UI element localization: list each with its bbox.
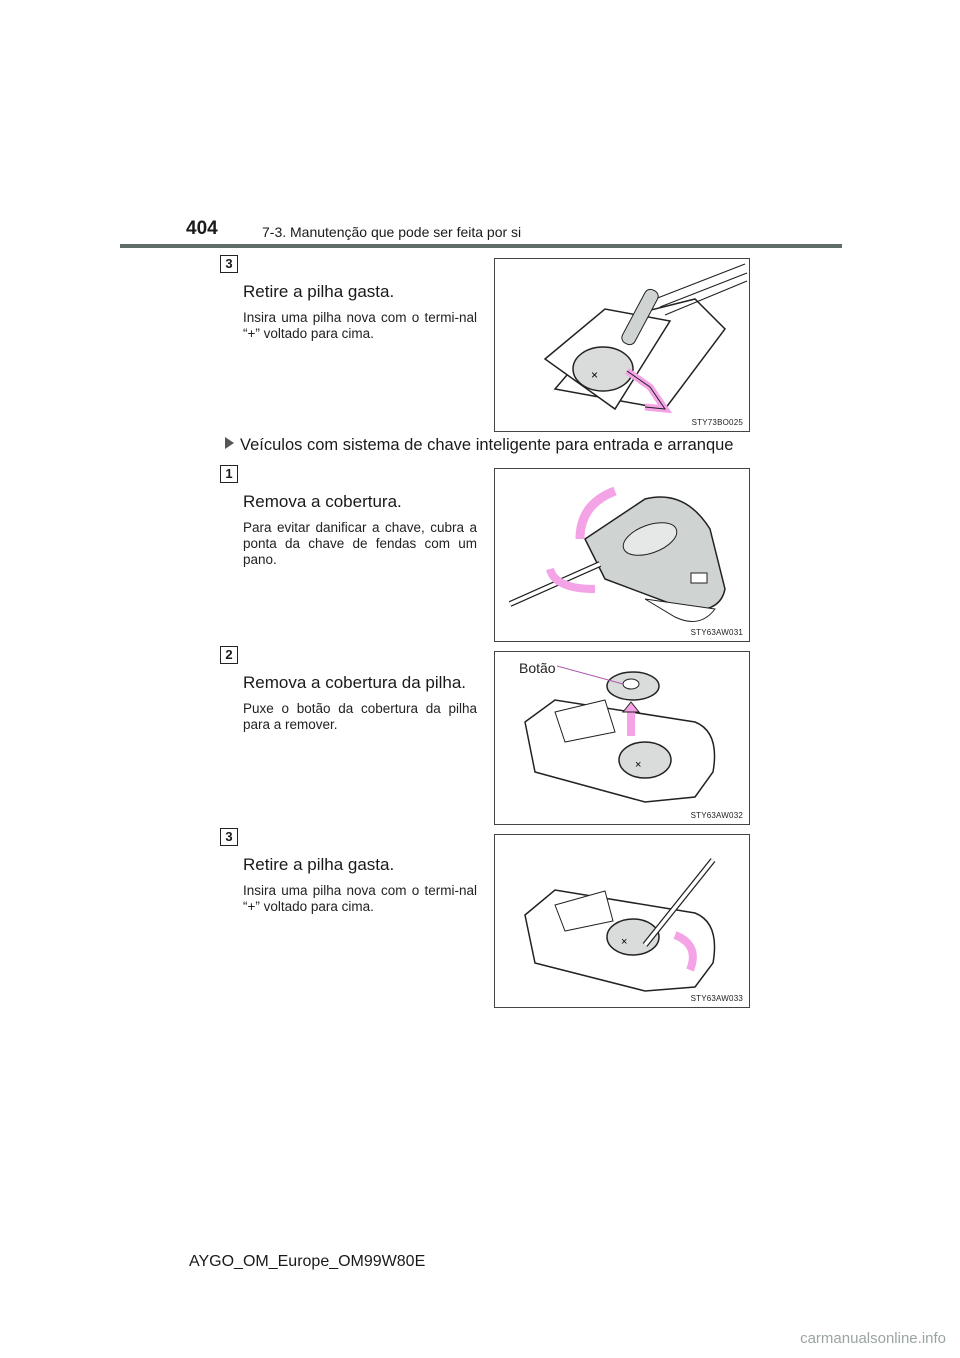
figure-code: STY63AW033 xyxy=(690,994,743,1003)
step-title: Retire a pilha gasta. xyxy=(243,282,395,301)
svg-text:×: × xyxy=(635,759,641,771)
figure-remove-battery-key: × STY73BO025 xyxy=(494,258,750,432)
page-number: 404 xyxy=(186,218,218,239)
footer-doc-code: AYGO_OM_Europe_OM99W80E xyxy=(189,1253,426,1270)
battery-cover-illustration: × xyxy=(524,665,716,803)
svg-text:×: × xyxy=(621,936,627,948)
section-title: 7-3. Manutenção que pode ser feita por s… xyxy=(262,224,522,240)
subsection-title: Veículos com sistema de chave inteligent… xyxy=(240,436,734,454)
subsection-heading: Veículos com sistema de chave inteligent… xyxy=(225,436,733,455)
triangle-bullet-icon xyxy=(225,437,234,449)
step-number-box: 3 xyxy=(220,255,238,273)
step-body: Insira uma pilha nova com o termi-nal “+… xyxy=(243,883,477,914)
step-number-box: 1 xyxy=(220,465,238,483)
step-body: Insira uma pilha nova com o termi-nal “+… xyxy=(243,310,477,341)
key-battery-illustration: × xyxy=(543,263,748,414)
step-number-box: 3 xyxy=(220,828,238,846)
figure-remove-battery-cover: × Botão STY63AW032 xyxy=(494,651,750,825)
figure-remove-cover: STY63AW031 xyxy=(494,468,750,642)
smart-key-cover-illustration xyxy=(508,486,726,622)
step-title: Remova a cobertura. xyxy=(243,492,402,511)
figure-remove-battery-smart: × STY63AW033 xyxy=(494,834,750,1008)
step-body: Puxe o botão da cobertura da pilha para … xyxy=(243,701,477,732)
watermark: carmanualsonline.info xyxy=(800,1330,946,1347)
header-rule xyxy=(120,244,842,248)
step-title: Retire a pilha gasta. xyxy=(243,855,395,874)
figure-code: STY73BO025 xyxy=(691,418,743,427)
figure-code: STY63AW031 xyxy=(690,628,743,637)
smart-key-battery-illustration: × xyxy=(524,858,716,992)
step-body: Para evitar danificar a chave, cubra a p… xyxy=(243,520,477,567)
figure-code: STY63AW032 xyxy=(690,811,743,820)
svg-text:×: × xyxy=(591,368,598,382)
figure-label-button: Botão xyxy=(519,660,556,676)
step-title: Remova a cobertura da pilha. xyxy=(243,673,467,692)
step-number-box: 2 xyxy=(220,646,238,664)
